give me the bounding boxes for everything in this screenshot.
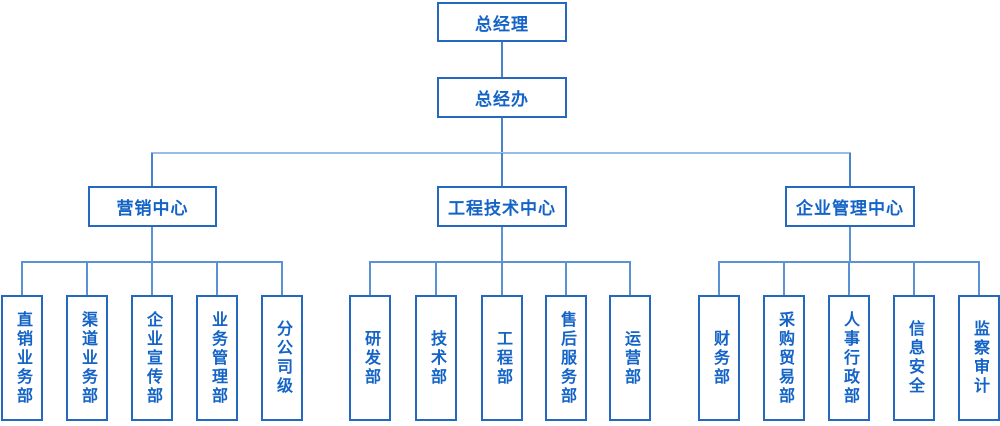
connector-line bbox=[783, 262, 785, 295]
org-node-dept-direct-sales: 直销业务部 bbox=[1, 295, 43, 421]
org-node-label: 工程部 bbox=[494, 329, 511, 387]
org-node-dept-branch-level: 分公司级 bbox=[261, 295, 303, 421]
org-node-label: 企业管理中心 bbox=[796, 199, 904, 218]
org-node-label: 业务管理部 bbox=[209, 310, 226, 406]
org-node-dept-channel-sales: 渠道业务部 bbox=[66, 295, 108, 421]
org-node-dept-finance: 财务部 bbox=[698, 295, 740, 421]
org-node-dept-supervision-audit: 监察审计 bbox=[958, 295, 1000, 421]
org-node-label: 售后服务部 bbox=[558, 310, 575, 406]
connector-line bbox=[849, 227, 851, 262]
connector-line bbox=[629, 262, 631, 295]
connector-line bbox=[849, 153, 851, 186]
connector-line bbox=[151, 227, 153, 262]
org-node-dept-rnd: 研发部 bbox=[349, 295, 391, 421]
connector-line bbox=[86, 262, 88, 295]
org-node-label: 研发部 bbox=[362, 329, 379, 387]
connector-line bbox=[978, 262, 980, 295]
org-node-dept-corporate-publicity: 企业宣传部 bbox=[131, 295, 173, 421]
connector-line bbox=[435, 262, 437, 295]
org-node-dept-hr-admin: 人事行政部 bbox=[828, 295, 870, 421]
org-node-label: 总经办 bbox=[475, 90, 529, 109]
connector-line bbox=[369, 262, 371, 295]
org-node-label: 分公司级 bbox=[274, 320, 291, 396]
connector-line bbox=[216, 262, 218, 295]
connector-line bbox=[501, 118, 503, 153]
org-node-label: 人事行政部 bbox=[841, 310, 858, 406]
org-node-dept-information-security: 信息安全 bbox=[893, 295, 935, 421]
org-node-engineering-center: 工程技术中心 bbox=[437, 186, 567, 227]
org-node-general-office: 总经办 bbox=[437, 77, 567, 118]
org-node-label: 渠道业务部 bbox=[79, 310, 96, 406]
connector-line bbox=[501, 227, 503, 262]
org-node-label: 运营部 bbox=[622, 329, 639, 387]
connector-line bbox=[21, 262, 23, 295]
org-node-label: 信息安全 bbox=[906, 320, 923, 396]
org-node-label: 营销中心 bbox=[116, 199, 189, 218]
connector-line bbox=[565, 262, 567, 295]
org-node-dept-engineering: 工程部 bbox=[481, 295, 523, 421]
org-node-label: 企业宣传部 bbox=[144, 310, 161, 406]
org-node-dept-operations: 运营部 bbox=[609, 295, 651, 421]
connector-line bbox=[501, 153, 503, 186]
org-node-label: 监察审计 bbox=[971, 320, 988, 396]
org-node-management-center: 企业管理中心 bbox=[785, 186, 915, 227]
org-node-label: 总经理 bbox=[475, 14, 529, 34]
connector-line bbox=[151, 262, 153, 295]
org-node-label: 财务部 bbox=[711, 329, 728, 387]
org-node-dept-aftersales-service: 售后服务部 bbox=[545, 295, 587, 421]
org-node-general-manager: 总经理 bbox=[437, 2, 567, 42]
connector-line bbox=[501, 42, 503, 77]
connector-line bbox=[281, 262, 283, 295]
org-node-label: 直销业务部 bbox=[14, 310, 31, 406]
org-node-marketing-center: 营销中心 bbox=[88, 186, 217, 227]
org-node-dept-business-management: 业务管理部 bbox=[196, 295, 238, 421]
org-node-label: 技术部 bbox=[428, 329, 445, 387]
org-node-label: 工程技术中心 bbox=[448, 199, 556, 218]
connector-line bbox=[913, 262, 915, 295]
connector-line bbox=[848, 262, 850, 295]
connector-line bbox=[369, 261, 631, 263]
org-node-dept-procurement-trade: 采购贸易部 bbox=[763, 295, 805, 421]
connector-line bbox=[501, 262, 503, 295]
org-node-dept-technology: 技术部 bbox=[415, 295, 457, 421]
org-node-label: 采购贸易部 bbox=[776, 310, 793, 406]
connector-line bbox=[151, 153, 153, 186]
connector-line bbox=[718, 262, 720, 295]
